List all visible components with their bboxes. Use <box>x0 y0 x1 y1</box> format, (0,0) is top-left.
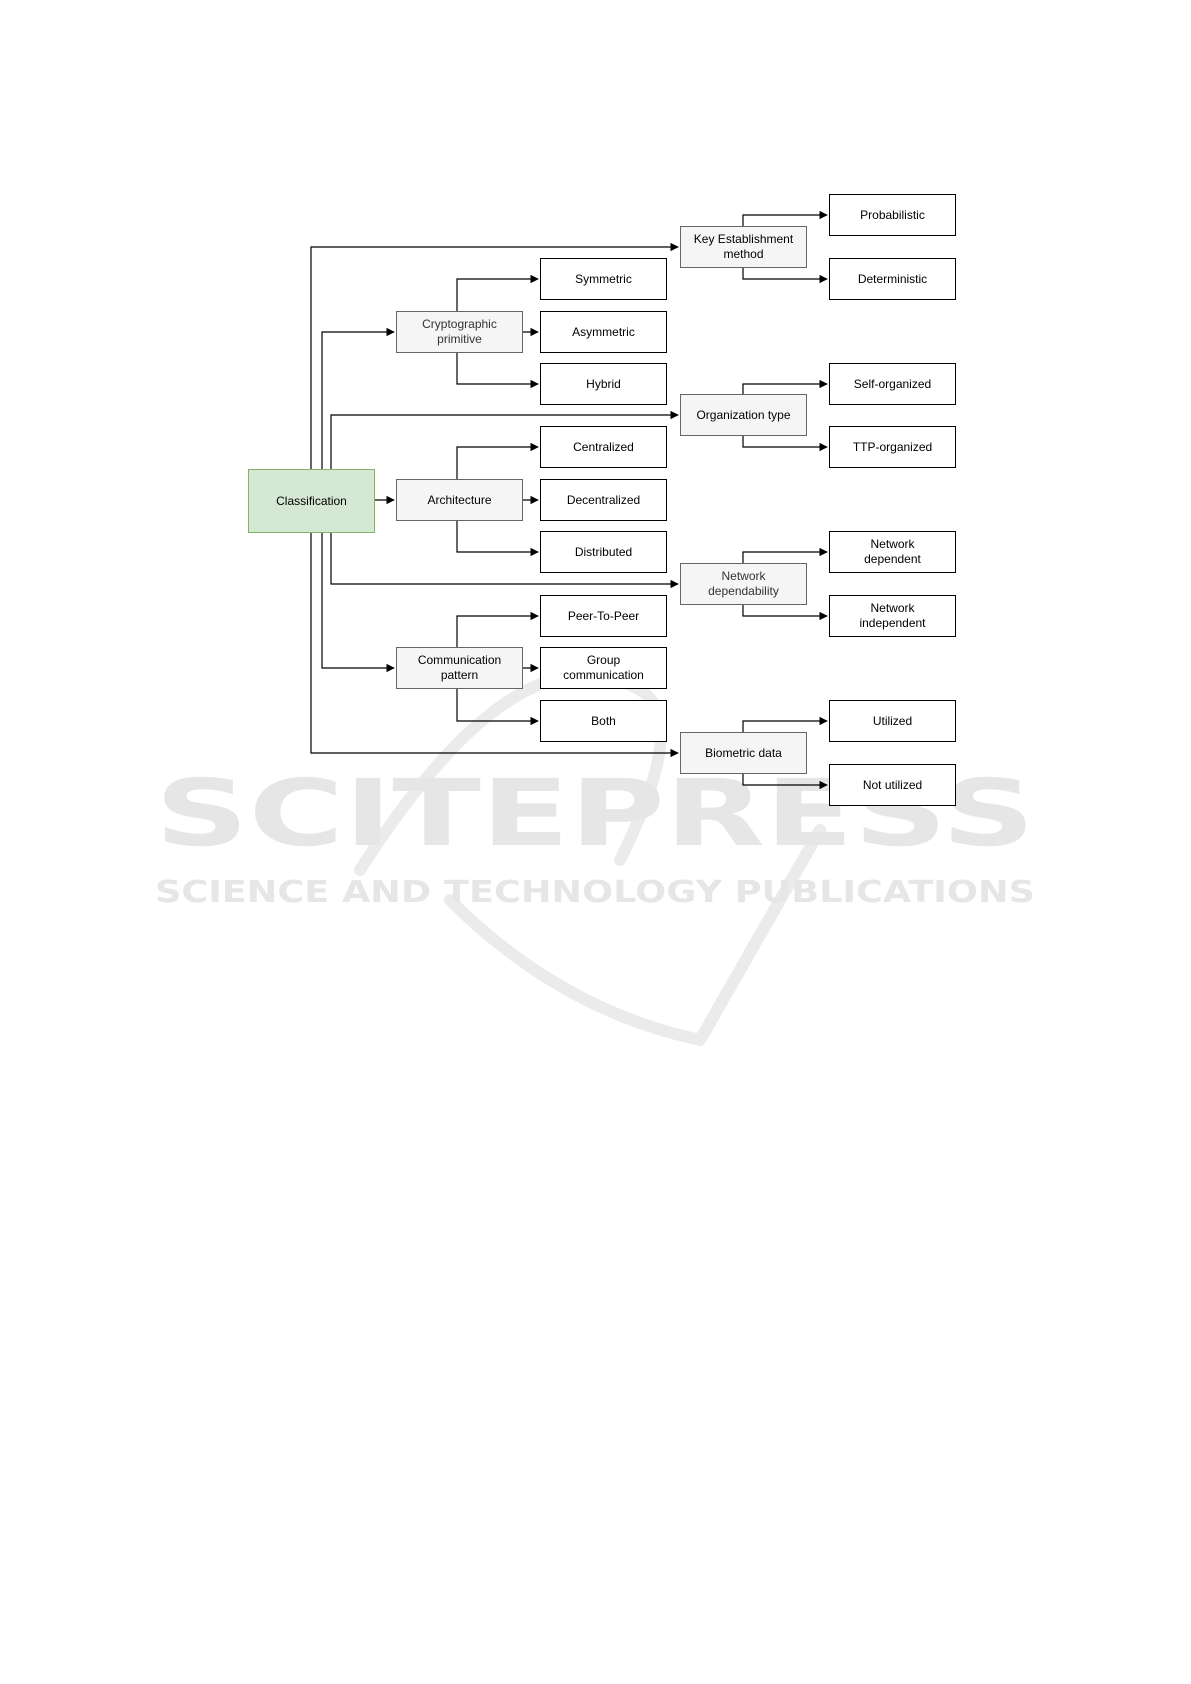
centralized-node: Centralized <box>540 426 667 468</box>
utilized-node: Utilized <box>829 700 956 742</box>
edge-biometric-utilized <box>742 716 828 732</box>
both-node: Both <box>540 700 667 742</box>
edge-root-key-establishment <box>310 242 679 469</box>
key-establishment-method-node: Key Establishment method <box>680 226 807 268</box>
probabilistic-node: Probabilistic <box>829 194 956 236</box>
hybrid-node: Hybrid <box>540 363 667 405</box>
edge-root-biometric-data <box>310 532 679 758</box>
biometric-data-node: Biometric data <box>680 732 807 774</box>
edge-crypto-symmetric <box>456 274 539 311</box>
edge-comm-peer-to-peer <box>456 611 539 647</box>
edge-root-network-dependability <box>330 532 679 589</box>
edge-biometric-not-utilized <box>742 774 828 790</box>
edge-root-crypto-primitive <box>321 327 395 469</box>
edge-key-probabilistic <box>742 210 828 226</box>
edge-architecture-distributed <box>456 521 539 557</box>
edge-key-deterministic <box>742 268 828 284</box>
network-dependent-node: Network dependent <box>829 531 956 573</box>
ttp-organized-node: TTP-organized <box>829 426 956 468</box>
network-independent-node: Network independent <box>829 595 956 637</box>
communication-pattern-node: Communication pattern <box>396 647 523 689</box>
edge-org-ttp-organized <box>742 436 828 452</box>
distributed-node: Distributed <box>540 531 667 573</box>
watermark-check-shape <box>444 824 826 1046</box>
edge-root-communication-pattern <box>321 532 395 673</box>
watermark-subtitle: SCIENCE AND TECHNOLOGY PUBLICATIONS <box>155 875 1035 910</box>
edge-network-independent <box>742 605 828 621</box>
asymmetric-node: Asymmetric <box>540 311 667 353</box>
not-utilized-node: Not utilized <box>829 764 956 806</box>
group-communication-node: Group communication <box>540 647 667 689</box>
peer-to-peer-node: Peer-To-Peer <box>540 595 667 637</box>
organization-type-node: Organization type <box>680 394 807 436</box>
edge-root-org-type <box>330 410 679 469</box>
edge-crypto-hybrid <box>456 353 539 389</box>
edge-comm-both <box>456 689 539 726</box>
edge-org-self-organized <box>742 379 828 394</box>
self-organized-node: Self-organized <box>829 363 956 405</box>
classification-node: Classification <box>248 469 375 533</box>
cryptographic-primitive-node: Cryptographic primitive <box>396 311 523 353</box>
network-dependability-node: Network dependability <box>680 563 807 605</box>
symmetric-node: Symmetric <box>540 258 667 300</box>
deterministic-node: Deterministic <box>829 258 956 300</box>
decentralized-node: Decentralized <box>540 479 667 521</box>
edge-network-dependent <box>742 547 828 563</box>
edge-architecture-centralized <box>456 442 539 479</box>
architecture-node: Architecture <box>396 479 523 521</box>
